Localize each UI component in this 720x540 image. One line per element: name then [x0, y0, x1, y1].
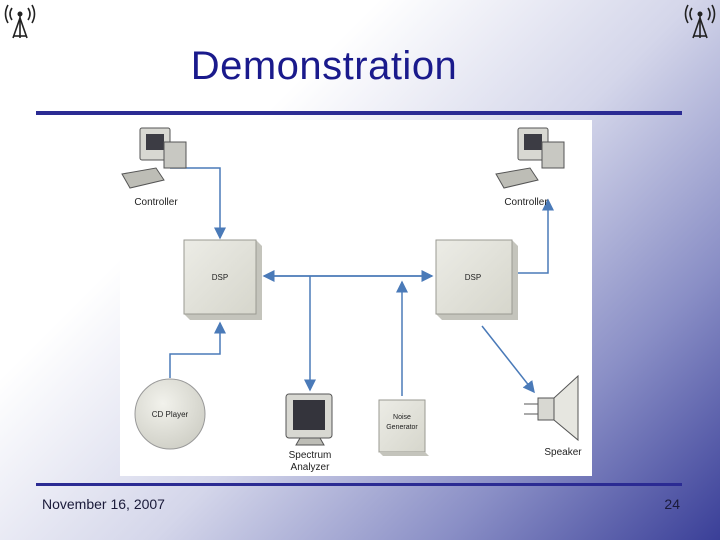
speaker-label: Speaker	[544, 447, 582, 458]
controller-right-label: Controller	[504, 197, 548, 208]
antenna-tower-icon	[4, 4, 36, 39]
cd-player-label: CD Player	[152, 410, 189, 419]
dsp-left-label: DSP	[212, 273, 228, 282]
slide-title: Demonstration	[190, 44, 458, 88]
cd-player-disc	[134, 378, 206, 450]
noise-generator-box	[378, 399, 429, 456]
system-diagram: Controller Controller DSP DSP CD Player	[120, 120, 592, 476]
monitor-icon	[285, 393, 333, 446]
spectrum-analyzer-label-1: Spectrum	[289, 450, 332, 461]
antenna-tower-icon	[684, 4, 716, 39]
page-number: 24	[664, 496, 680, 512]
speaker-icon	[524, 374, 579, 442]
footer-date: November 16, 2007	[42, 496, 165, 512]
connector-lines	[169, 167, 554, 396]
footer-divider	[36, 483, 682, 486]
controller-left-label: Controller	[134, 197, 178, 208]
noise-generator-label-1: Noise	[393, 414, 411, 421]
computer-icon	[121, 127, 187, 189]
noise-generator-label-2: Generator	[386, 424, 418, 431]
dsp-right-label: DSP	[465, 273, 481, 282]
dsp-right-box	[435, 239, 518, 320]
dsp-left-box	[183, 239, 262, 320]
spectrum-analyzer-label-2: Analyzer	[291, 462, 331, 473]
title-divider	[36, 111, 682, 115]
computer-icon	[495, 127, 565, 189]
